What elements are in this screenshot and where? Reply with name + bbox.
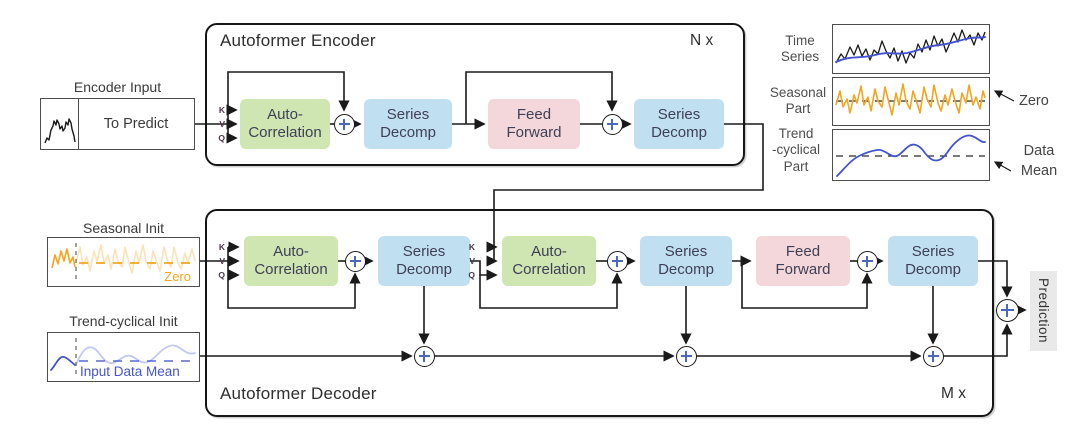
block-label: Decomp bbox=[380, 124, 436, 141]
time-series-plot bbox=[832, 24, 990, 74]
add-operator-icon bbox=[675, 345, 697, 367]
encoder-auto-correlation-block: Auto- Correlation bbox=[240, 99, 330, 149]
block-label: Auto- bbox=[273, 243, 309, 261]
decoder-series-decomp-block-2: Series Decomp bbox=[640, 236, 732, 286]
zero-annotation: Zero bbox=[164, 269, 191, 284]
block-label: Correlation bbox=[248, 124, 322, 141]
trend-init-label: Trend-cyclical Init bbox=[69, 313, 178, 329]
trend-part-curves bbox=[836, 134, 986, 177]
query-label: Q bbox=[218, 270, 225, 280]
decoder-frame bbox=[205, 209, 994, 417]
zero-annotation-legend: Zero bbox=[1019, 93, 1049, 109]
add-operator-icon bbox=[413, 345, 435, 367]
block-label: Series bbox=[402, 243, 446, 261]
block-label: Series bbox=[664, 243, 708, 261]
value-label: V bbox=[219, 119, 225, 129]
key-label: K bbox=[468, 242, 475, 252]
block-label: Feed bbox=[516, 106, 552, 124]
seasonal-part-label: Seasonal Part bbox=[768, 85, 828, 118]
block-label: Series bbox=[386, 106, 430, 124]
data-mean-annotation: Data Mean bbox=[1012, 142, 1066, 181]
encoder-series-decomp-block-1: Series Decomp bbox=[364, 99, 452, 149]
trend-init-series bbox=[50, 338, 196, 376]
block-label: Decomp bbox=[651, 124, 707, 141]
seasonal-init-label: Seasonal Init bbox=[83, 220, 164, 236]
input-box-divider bbox=[78, 99, 79, 149]
encoder-title: Autoformer Encoder bbox=[220, 31, 376, 50]
label-line: Seasonal bbox=[769, 85, 827, 100]
block-label: Feed bbox=[785, 243, 821, 261]
to-predict-label: To Predict bbox=[103, 116, 169, 132]
decoder-auto-correlation-block-1: Auto- Correlation bbox=[244, 236, 338, 286]
add-operator-icon bbox=[606, 250, 628, 272]
block-label: Forward bbox=[775, 261, 831, 278]
query-label: Q bbox=[218, 133, 225, 143]
encoder-feed-forward-block: Feed Forward bbox=[488, 99, 580, 149]
add-operator-icon bbox=[601, 113, 623, 135]
encoder-frame bbox=[205, 23, 745, 166]
label-line: Data bbox=[1023, 143, 1055, 159]
label-line: Mean bbox=[1020, 162, 1058, 179]
label-line: Series bbox=[780, 49, 820, 65]
trend-part-label: Trend -cyclical Part bbox=[764, 126, 828, 175]
add-operator-icon bbox=[995, 298, 1019, 322]
block-label: Decomp bbox=[658, 261, 714, 278]
trend-part-plot bbox=[832, 129, 990, 181]
seasonal-part-plot bbox=[832, 77, 990, 126]
add-operator-icon bbox=[856, 250, 878, 272]
decoder-series-decomp-block-3: Series Decomp bbox=[888, 236, 978, 286]
seasonal-init-series bbox=[51, 243, 196, 281]
encoder-series-decomp-block-2: Series Decomp bbox=[634, 99, 724, 149]
label-line: Trend bbox=[778, 126, 814, 141]
block-label: Series bbox=[911, 243, 955, 261]
decoder-series-decomp-block-1: Series Decomp bbox=[378, 236, 470, 286]
encoder-input-box: To Predict bbox=[40, 98, 195, 150]
key-label: K bbox=[218, 242, 225, 252]
trend-init-box: Input Data Mean bbox=[47, 332, 200, 382]
time-series-curves bbox=[835, 29, 986, 64]
label-line: Time bbox=[785, 33, 815, 48]
encoder-input-series bbox=[44, 118, 76, 144]
query-label: Q bbox=[468, 270, 475, 280]
prediction-output-box: Prediction bbox=[1030, 271, 1057, 351]
encoder-repeat-count: N x bbox=[690, 32, 714, 49]
add-operator-icon bbox=[333, 113, 355, 135]
decoder-auto-correlation-block-2: Auto- Correlation bbox=[502, 236, 596, 286]
add-operator-icon bbox=[922, 345, 944, 367]
block-label: Decomp bbox=[396, 261, 452, 278]
decoder-title: Autoformer Decoder bbox=[220, 384, 377, 403]
input-data-mean-annotation: Input Data Mean bbox=[80, 363, 180, 379]
decoder-repeat-count: M x bbox=[941, 385, 966, 402]
block-label: Decomp bbox=[905, 261, 961, 278]
prediction-label: Prediction bbox=[1036, 278, 1051, 344]
key-label: K bbox=[218, 105, 225, 115]
encoder-input-label: Encoder Input bbox=[73, 79, 162, 95]
add-operator-icon bbox=[344, 250, 366, 272]
time-series-label: Time Series bbox=[772, 33, 828, 66]
block-label: Series bbox=[657, 106, 701, 124]
label-line: Part bbox=[785, 101, 811, 117]
value-label: V bbox=[469, 256, 475, 266]
block-label: Auto- bbox=[531, 243, 567, 261]
block-label: Correlation bbox=[512, 261, 586, 278]
block-label: Auto- bbox=[267, 106, 303, 124]
seasonal-part-curves bbox=[835, 83, 986, 116]
value-label: V bbox=[219, 256, 225, 266]
label-line: Part bbox=[783, 158, 809, 174]
seasonal-init-box: Zero bbox=[47, 237, 200, 287]
block-label: Forward bbox=[506, 124, 562, 141]
block-label: Correlation bbox=[254, 261, 328, 278]
label-line: -cyclical bbox=[771, 142, 820, 158]
decoder-feed-forward-block: Feed Forward bbox=[756, 236, 850, 286]
